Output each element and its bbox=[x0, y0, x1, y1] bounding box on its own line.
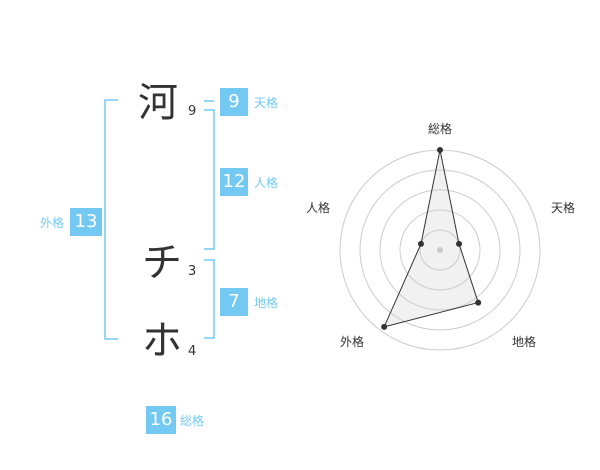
radar-axis-label-chikaku: 地格 bbox=[511, 335, 537, 349]
stroke-count-3: 4 bbox=[188, 344, 197, 359]
name-char-2: チ bbox=[142, 240, 182, 286]
radar-point-2 bbox=[456, 240, 463, 247]
radar-axis-label-tenkaku: 天格 bbox=[550, 201, 576, 215]
stroke-count-2: 3 bbox=[188, 264, 197, 279]
name-char-3: ホ bbox=[142, 318, 182, 364]
radar-axis-label-jinkaku: 人格 bbox=[305, 201, 331, 215]
jinkaku-bracket bbox=[204, 109, 215, 250]
radar-axis-label-gaikaku: 外格 bbox=[339, 335, 365, 349]
jinkaku-label: 人格 bbox=[254, 176, 279, 190]
jinkaku-value: 12 bbox=[220, 168, 248, 196]
radar-grid-ring bbox=[419, 229, 461, 271]
tenkaku-value: 9 bbox=[220, 88, 248, 116]
soukaku-label: 総格 bbox=[180, 414, 205, 428]
radar-grid-ring bbox=[399, 209, 481, 291]
chikaku-label: 地格 bbox=[254, 296, 279, 310]
radar-axis-label-soukaku: 総格 bbox=[427, 122, 453, 136]
name-char-1: 河 bbox=[138, 80, 178, 126]
radar-grid-ring bbox=[379, 189, 501, 311]
gaikaku-bracket bbox=[104, 99, 118, 340]
tenkaku-label: 天格 bbox=[254, 96, 279, 110]
gaikaku-value: 13 bbox=[70, 208, 102, 236]
radar-point-1 bbox=[437, 147, 443, 153]
radar-point-3 bbox=[475, 299, 482, 306]
radar-grid-ring bbox=[359, 169, 521, 331]
stroke-count-1: 9 bbox=[188, 104, 197, 119]
radar-polygon bbox=[383, 149, 479, 328]
soukaku-value: 16 bbox=[146, 406, 176, 434]
chikaku-value: 7 bbox=[220, 288, 248, 316]
chikaku-bracket bbox=[204, 259, 215, 339]
gaikaku-label: 外格 bbox=[40, 216, 65, 230]
radar-center-dot bbox=[437, 247, 443, 253]
radar-point-5 bbox=[417, 240, 424, 247]
radar-point-4 bbox=[381, 323, 388, 330]
